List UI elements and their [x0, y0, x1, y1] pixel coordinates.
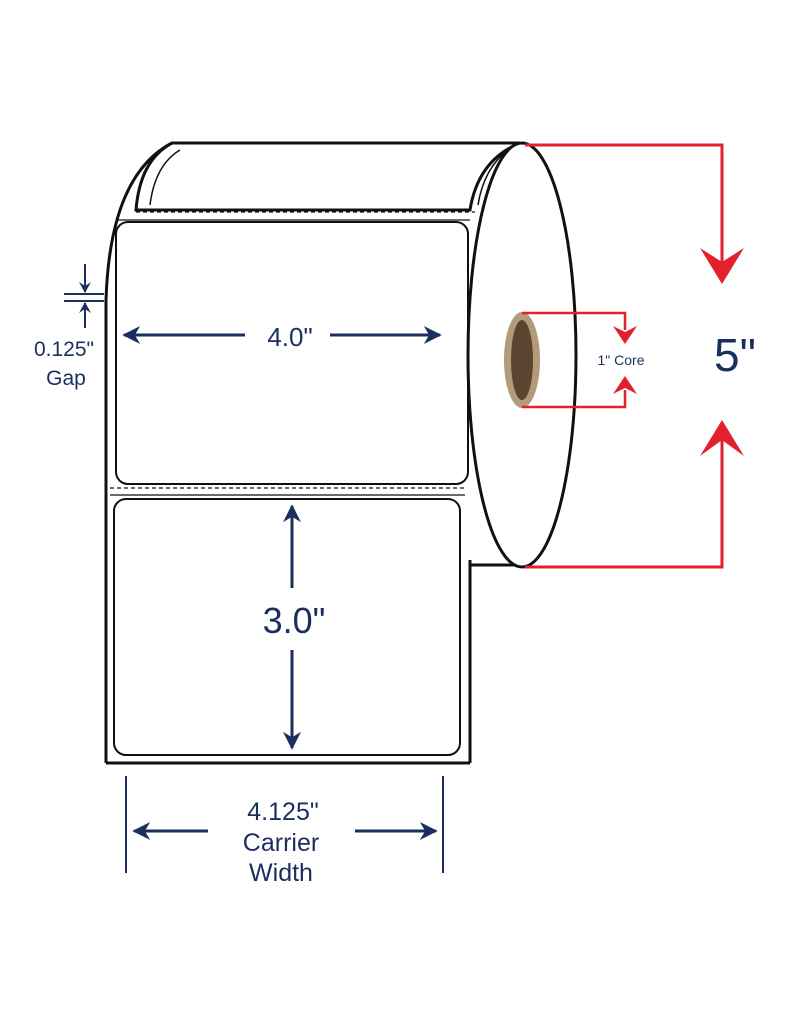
gap-dimension — [64, 264, 104, 328]
gap-lines — [110, 211, 475, 496]
core-icon — [504, 312, 540, 408]
carrier-width-dimension — [125, 776, 444, 873]
gap-value-text: 0.125" — [34, 338, 94, 361]
carrier-word-text: Carrier — [243, 829, 319, 857]
label-height-text: 3.0" — [263, 600, 326, 641]
core-dimension — [522, 311, 637, 409]
core-label: 1" Core — [598, 352, 645, 368]
carrier-value-text: 4.125" — [247, 798, 318, 826]
gap-word-text: Gap — [46, 367, 86, 390]
carrier-word2-text: Width — [249, 859, 313, 887]
roll-diameter-label: 5" — [714, 329, 756, 381]
label-upper — [115, 221, 469, 485]
label-lower — [113, 498, 461, 756]
label-width-text: 4.0" — [267, 322, 312, 352]
roll-diameter-dimension — [525, 143, 744, 569]
roll-body — [104, 141, 525, 765]
